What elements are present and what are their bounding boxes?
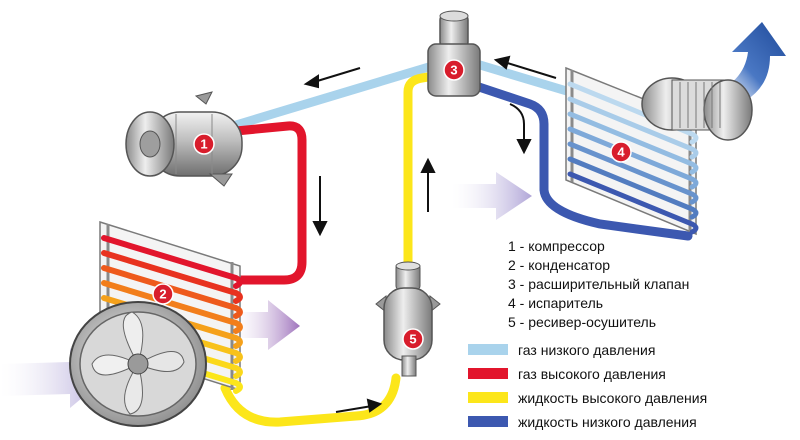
component-label: 2 - конденсатор: [508, 257, 610, 273]
component-number: 4: [617, 145, 625, 160]
low-pressure-liquid-line: [465, 79, 693, 241]
legend-swatch: [468, 368, 508, 379]
component-number-badge: 1: [193, 133, 215, 155]
flow-arrow-icon: [303, 67, 361, 89]
legend-label: жидкость высокого давления: [518, 390, 707, 406]
fan-icon: [69, 301, 207, 427]
component-number: 2: [159, 287, 166, 302]
component-label: 5 - ресивер-осушитель: [508, 314, 656, 330]
airflow-arrow-icon: [232, 300, 300, 350]
legend-swatch: [468, 344, 508, 355]
legend: газ низкого давления газ высокого давлен…: [468, 342, 707, 430]
low-pressure-gas-line: [231, 61, 437, 130]
component-number-badge: 5: [402, 328, 424, 350]
flow-arrow-icon: [509, 103, 532, 155]
legend-label: газ низкого давления: [518, 342, 655, 358]
component-number-badge: 3: [443, 59, 465, 81]
low-pressure-gas-line-evaporator: [465, 57, 575, 97]
component-number: 5: [409, 332, 416, 347]
flow-arrow-icon: [335, 398, 383, 413]
compressor-icon: [125, 91, 243, 187]
airflow-arrow-icon: [452, 172, 532, 220]
expansion-valve-icon: [427, 10, 481, 97]
high-pressure-liquid-line: [220, 373, 401, 427]
legend-label: газ высокого давления: [518, 366, 666, 382]
component-number: 1: [200, 137, 207, 152]
legend-swatch: [468, 416, 508, 427]
receiver-drier-icon: [375, 261, 441, 377]
component-number-badge: 4: [610, 141, 632, 163]
flow-arrow-icon: [420, 157, 436, 212]
flow-arrow-icon: [493, 55, 557, 79]
high-pressure-liquid-line-up: [403, 71, 439, 277]
legend-label: жидкость низкого давления: [518, 414, 697, 430]
component-number: 3: [450, 63, 457, 78]
component-label: 3 - расширительный клапан: [508, 276, 689, 292]
component-label: 1 - компрессор: [508, 238, 605, 254]
high-pressure-gas-line: [231, 121, 307, 285]
component-number-badge: 2: [152, 283, 174, 305]
component-list: 1 - компрессор 2 - конденсатор 3 - расши…: [508, 238, 689, 330]
component-label: 4 - испаритель: [508, 295, 603, 311]
blower-icon: [641, 77, 753, 141]
legend-swatch: [468, 392, 508, 403]
flow-arrow-icon: [312, 176, 328, 237]
